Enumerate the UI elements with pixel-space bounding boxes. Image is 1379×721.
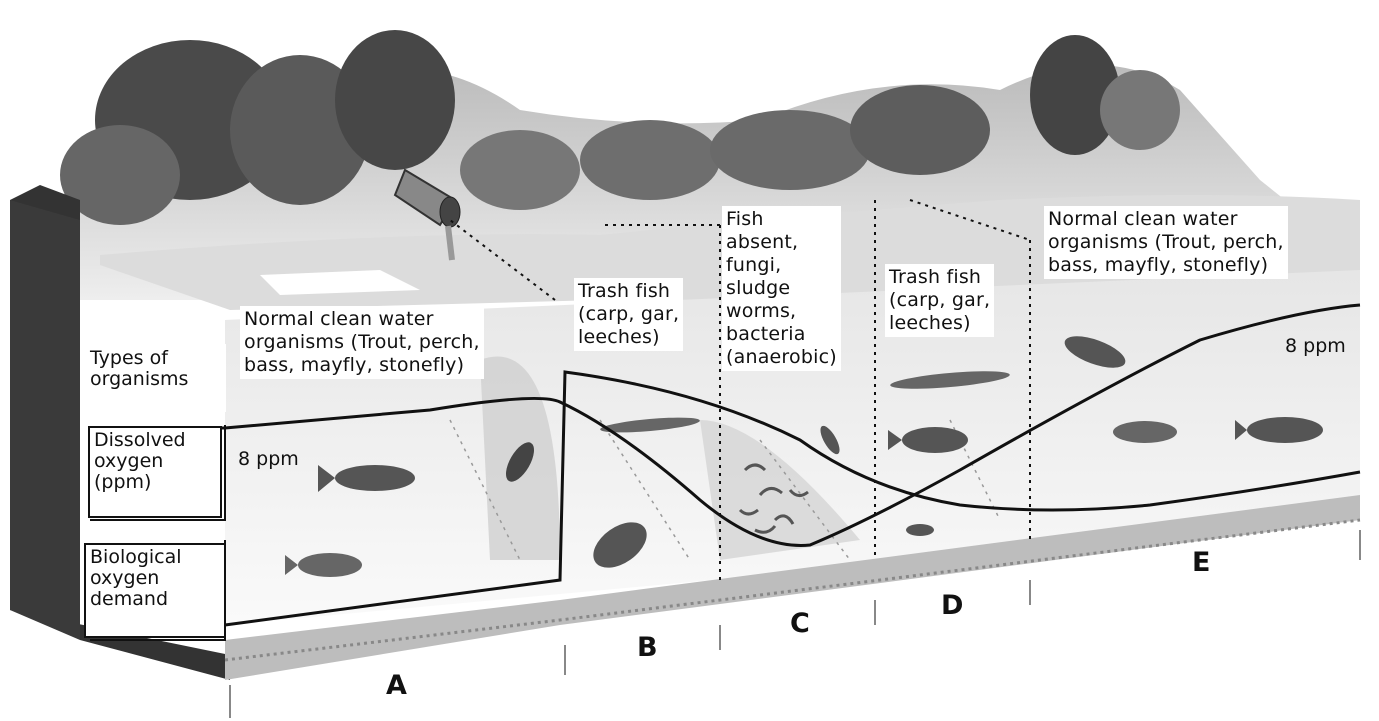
biological-oxygen-demand-label: Biological oxygen demand bbox=[84, 543, 226, 638]
zone-b-organisms: Trash fish (carp, gar, leeches) bbox=[574, 278, 683, 351]
tree-icon bbox=[580, 120, 720, 200]
zone-d-organisms: Trash fish (carp, gar, leeches) bbox=[885, 264, 994, 337]
tree-icon bbox=[460, 130, 580, 210]
ppm-left-label: 8 ppm bbox=[238, 448, 299, 470]
tree-icon bbox=[710, 110, 870, 190]
fish-icon bbox=[906, 524, 934, 536]
section-b-label: B bbox=[637, 632, 658, 663]
tree-icon bbox=[850, 85, 990, 175]
zone-c-organisms: Fish absent, fungi, sludge worms, bacter… bbox=[722, 206, 841, 371]
zone-e-organisms: Normal clean water organisms (Trout, per… bbox=[1044, 206, 1288, 279]
ppm-right-label: 8 ppm bbox=[1285, 335, 1346, 357]
fish-icon bbox=[1113, 421, 1177, 443]
tree-icon bbox=[335, 30, 455, 170]
zone-a-organisms: Normal clean water organisms (Trout, per… bbox=[240, 306, 484, 379]
fish-icon bbox=[1247, 417, 1323, 443]
dissolved-oxygen-label: Dissolved oxygen (ppm) bbox=[88, 426, 222, 518]
tree-icon bbox=[1100, 70, 1180, 150]
section-a-label: A bbox=[386, 670, 407, 701]
fish-icon bbox=[298, 553, 362, 577]
fish-icon bbox=[335, 465, 415, 491]
section-c-label: C bbox=[790, 608, 810, 639]
fish-icon bbox=[902, 427, 968, 453]
types-of-organisms-label: Types of organisms bbox=[84, 344, 226, 412]
section-d-label: D bbox=[941, 590, 963, 621]
section-e-label: E bbox=[1192, 547, 1210, 578]
